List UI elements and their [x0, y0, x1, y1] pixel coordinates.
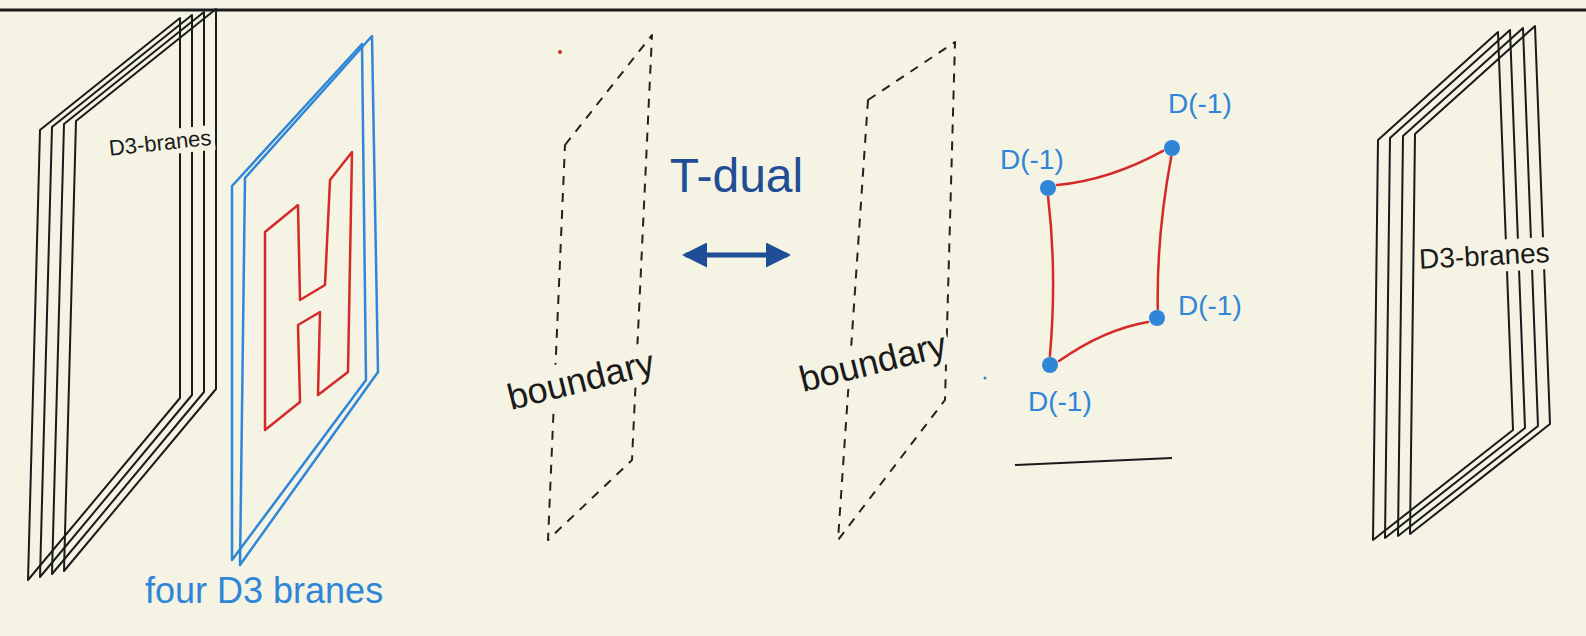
point-marker	[1039, 179, 1057, 197]
d-instanton-point: D(-1)	[1148, 309, 1166, 327]
point-marker	[1041, 356, 1059, 374]
sheet-outline	[838, 42, 955, 540]
string-line	[1048, 197, 1053, 356]
string-line	[1158, 157, 1172, 309]
brane-outline	[1360, 20, 1585, 580]
sheet-outline	[1410, 26, 1550, 534]
string-line	[1057, 151, 1163, 185]
boundary-label: boundary	[500, 341, 662, 419]
sheet-outline	[1398, 28, 1538, 536]
red-h-shape	[265, 152, 352, 430]
point-marker	[1163, 139, 1181, 157]
point-dot	[1040, 180, 1056, 196]
string-line	[1059, 322, 1148, 361]
brane-outline	[498, 30, 683, 545]
d-instanton-point: D(-1)	[1163, 139, 1181, 157]
boundary-label: boundary	[792, 323, 954, 401]
underline-stroke	[1015, 458, 1172, 465]
brane-label: four D3 branes	[145, 570, 383, 611]
brane-outline	[15, 5, 245, 595]
point-dot	[1042, 357, 1058, 373]
d-instanton-point: D(-1)	[1041, 356, 1059, 374]
sheet-outline	[28, 18, 180, 580]
sheet-outline	[64, 9, 216, 571]
sheet-outline	[52, 12, 204, 574]
boundary-plane: boundary	[790, 35, 970, 545]
duality-arrow	[687, 253, 786, 258]
point-dot	[1149, 310, 1165, 326]
sheet-outline	[40, 15, 192, 577]
top-rule	[0, 9, 1586, 12]
brane-label: D3-branes	[105, 125, 216, 162]
sheet-outline	[240, 36, 378, 565]
brane-outline	[140, 25, 470, 625]
brane-label: D(-1)	[1168, 88, 1232, 120]
brane-outline	[790, 35, 970, 545]
sheet-outline	[232, 44, 366, 560]
d-instanton-point: D(-1)	[1039, 179, 1057, 197]
brane-label: D(-1)	[1178, 290, 1242, 322]
brane-label: D(-1)	[1000, 144, 1064, 176]
d3-brane-stack: D3-branes	[1360, 20, 1585, 580]
stray-dot	[558, 50, 562, 54]
point-marker	[1148, 309, 1166, 327]
brane-label: D(-1)	[1028, 386, 1092, 418]
d3-brane-stack: D3-branes	[15, 5, 245, 595]
boundary-plane: boundary	[498, 30, 683, 545]
sheet-outline	[1385, 30, 1525, 538]
stray-dot	[984, 377, 987, 380]
point-dot	[1164, 140, 1180, 156]
sheet-outline	[548, 35, 652, 540]
edge-label: T-dual	[670, 150, 803, 203]
blue-d3-brane: four D3 branes	[140, 25, 470, 625]
